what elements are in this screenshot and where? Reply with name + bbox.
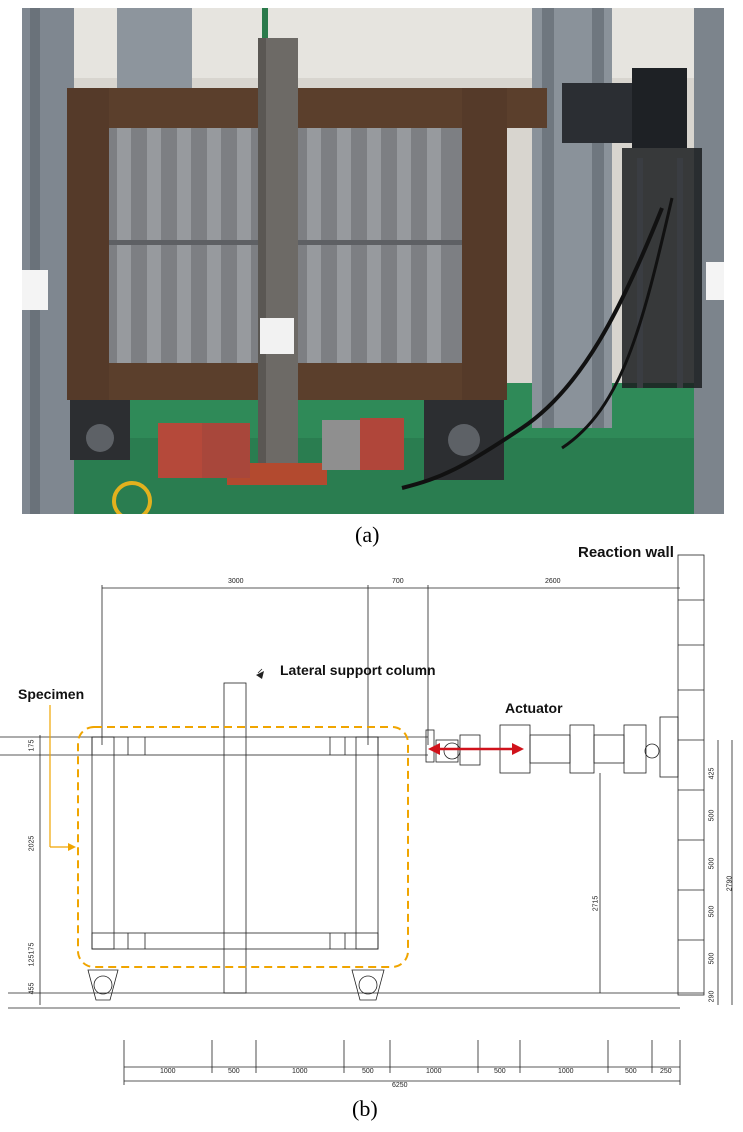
pin-support-right — [358, 975, 378, 995]
actuator-photo — [562, 83, 637, 143]
test-setup-drawing — [0, 554, 733, 1085]
specimen-label: Specimen — [18, 686, 85, 702]
lateral-support-column — [223, 682, 247, 994]
dimension-bottom-7: 1000 — [558, 1068, 574, 1075]
specimen-frame — [91, 736, 379, 756]
dimension-top-3: 2600 — [545, 578, 561, 585]
dimension-bottom-9: 250 — [660, 1068, 672, 1075]
dimension-right-6: 290 — [708, 990, 716, 1003]
dimension-left-1: 175 — [28, 739, 36, 752]
reaction-wall — [677, 554, 705, 996]
dimension-bottom-1: 1000 — [160, 1068, 176, 1075]
dimension-bottom-3: 1000 — [292, 1068, 308, 1075]
dimension-left-5: 455 — [28, 982, 36, 995]
dimension-right-1: 425 — [708, 767, 716, 780]
dimension-left-3: 175 — [28, 942, 36, 955]
actuator-label: Actuator — [505, 700, 563, 716]
dimension-bottom-8: 500 — [625, 1068, 637, 1075]
pin-support-left — [93, 975, 113, 995]
dimension-bottom-total: 6250 — [392, 1082, 408, 1089]
test-setup-photo — [22, 8, 724, 514]
dimension-right-2: 500 — [708, 809, 716, 822]
caption-b: (b) — [352, 1096, 378, 1121]
specimen-outline — [77, 726, 409, 968]
caption-a: (a) — [355, 522, 380, 547]
dimension-top-1: 3000 — [228, 578, 244, 585]
lateral-support-column-label: Lateral support column — [280, 662, 436, 678]
dimension-bottom-6: 500 — [494, 1068, 506, 1075]
dimension-bottom-5: 1000 — [426, 1068, 442, 1075]
dimension-bottom-2: 500 — [228, 1068, 240, 1075]
left-frame-column — [22, 8, 74, 514]
dimension-right-3: 500 — [708, 857, 716, 870]
dimension-top-2: 700 — [392, 578, 404, 585]
dimension-bottom-4: 500 — [362, 1068, 374, 1075]
dimension-column-height: 2715 — [592, 895, 600, 912]
reaction-wall-label: Reaction wall — [578, 544, 674, 561]
dimension-left-2: 2025 — [28, 835, 36, 852]
dimension-right-4: 500 — [708, 905, 716, 918]
dimension-right-total: 2790 — [726, 875, 734, 892]
support-block — [158, 423, 203, 478]
dimension-left-4: 125 — [28, 954, 36, 967]
actuator-head — [425, 729, 435, 763]
dimension-right-5: 500 — [708, 952, 716, 965]
